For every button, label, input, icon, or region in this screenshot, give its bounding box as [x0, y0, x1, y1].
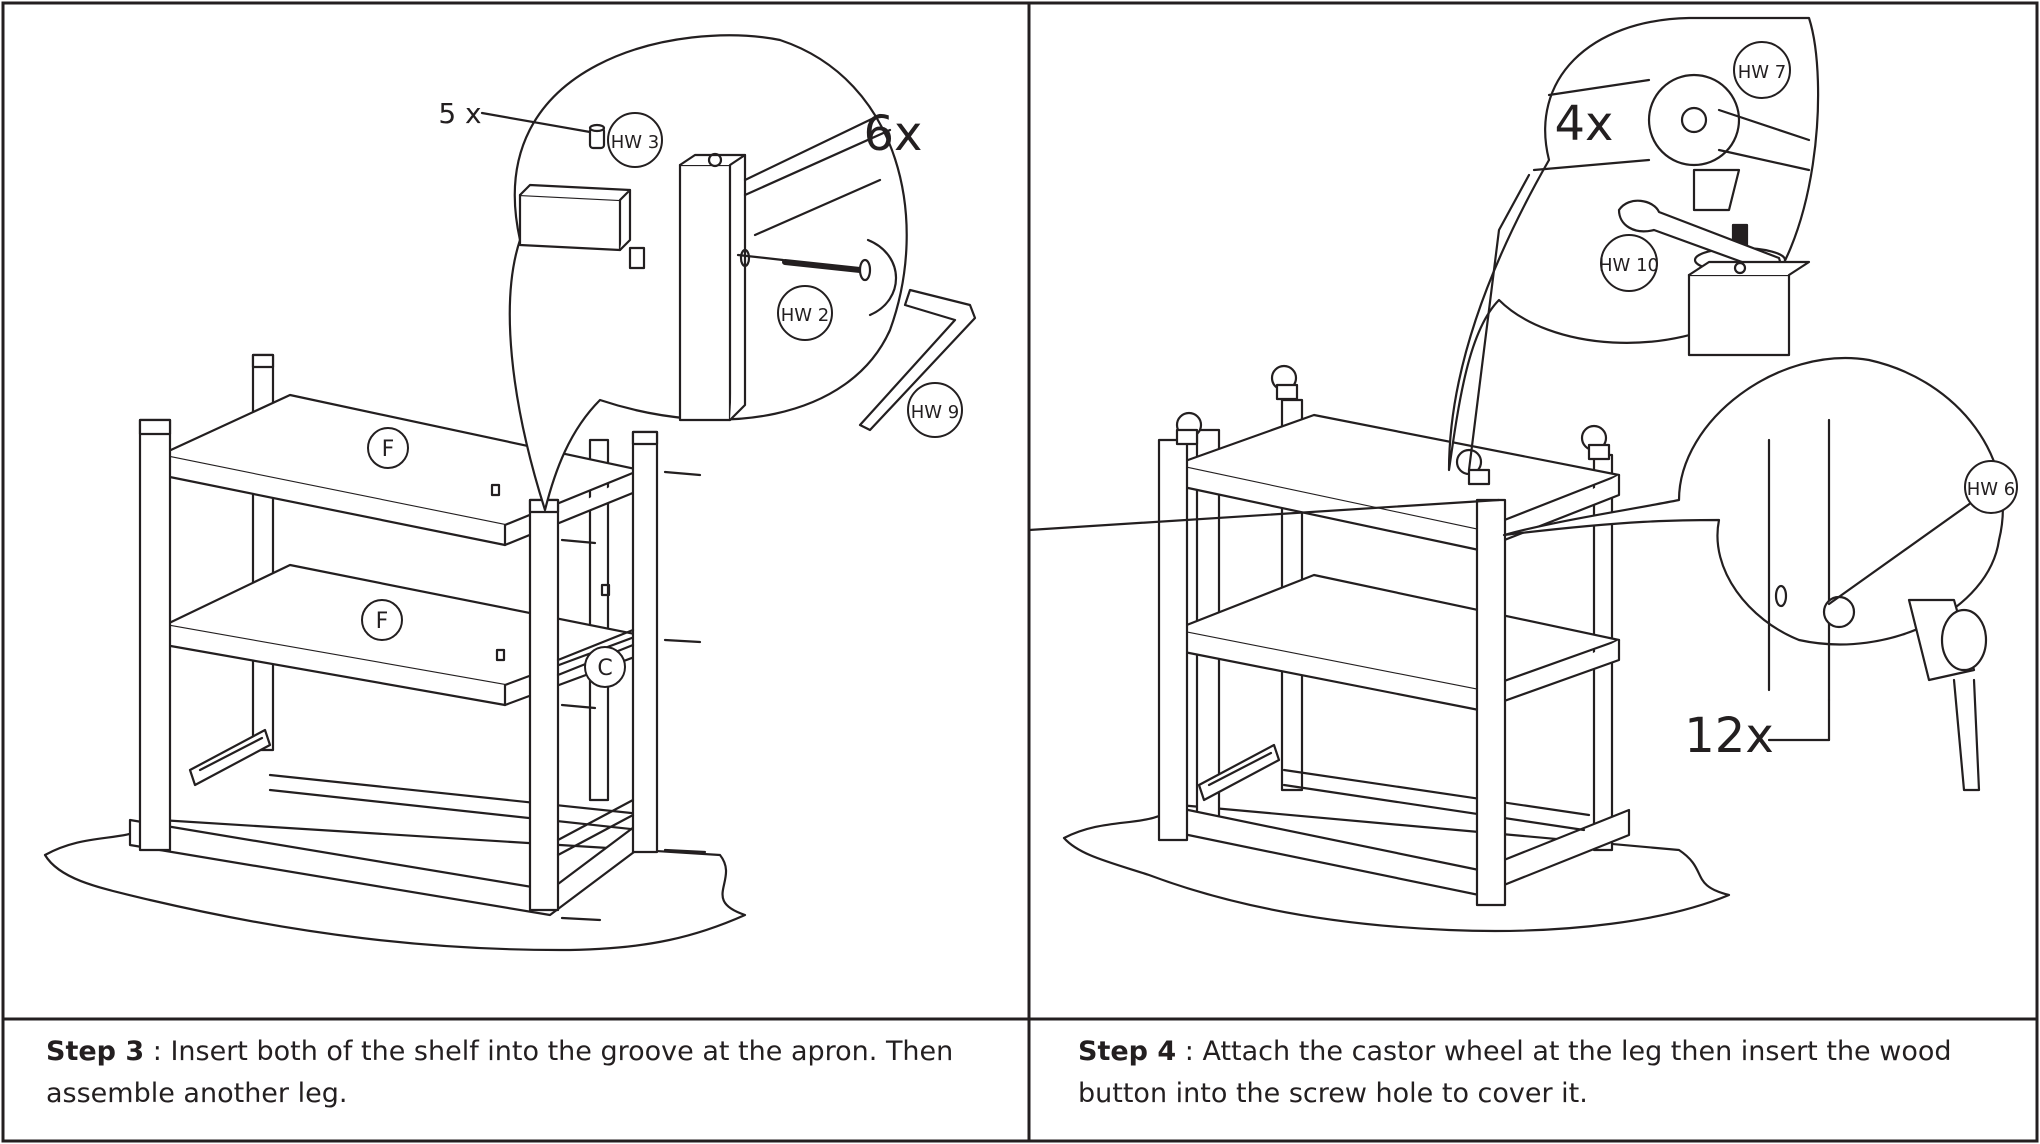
hw10-label: HW 10: [1599, 255, 1659, 276]
zoom-callout-right: [1502, 357, 2004, 646]
allen-key: [858, 288, 977, 432]
hw7-label: HW 7: [1738, 62, 1787, 83]
step-3-separator: :: [144, 1036, 171, 1067]
screws-right: [560, 470, 707, 922]
step-4-text: Attach the castor wheel at the leg then …: [1078, 1036, 1952, 1109]
rear-right-leg: [588, 438, 610, 802]
front-right-leg: [528, 498, 560, 912]
hw9-label: HW 9: [911, 402, 960, 423]
drawer-slide: [188, 728, 272, 787]
part-c: C: [597, 656, 612, 681]
part-f-lower: F: [376, 609, 389, 634]
qty-6x: 6x: [864, 106, 923, 162]
front-left-leg: [138, 418, 172, 852]
part-f-upper: F: [382, 437, 395, 462]
step-4-separator: :: [1176, 1036, 1203, 1067]
step-3-caption: Step 3 : Insert both of the shelf into t…: [46, 1031, 1006, 1115]
step-4-caption: Step 4 : Attach the castor wheel at the …: [1078, 1031, 2018, 1115]
hw6-label: HW 6: [1967, 479, 2016, 500]
qty-4x: 4x: [1555, 96, 1614, 152]
hw2-label: HW 2: [781, 305, 830, 326]
step-4-label: Step 4: [1078, 1036, 1177, 1067]
new-leg: [631, 430, 659, 854]
qty-5x: 5 x: [438, 97, 481, 130]
step-3-text: Insert both of the shelf into the groove…: [46, 1036, 954, 1109]
castors: [1175, 364, 1611, 486]
qty-12x: 12x: [1684, 708, 1773, 764]
step-3-illustration: 5 x 6x HW 3 HW 2 HW 9 F F C: [43, 34, 977, 952]
hw3-label: HW 3: [611, 132, 660, 153]
step-4-illustration: 4x 12x HW 7 HW 10 HW 6: [1029, 16, 2018, 933]
step-3-label: Step 3: [46, 1036, 145, 1067]
